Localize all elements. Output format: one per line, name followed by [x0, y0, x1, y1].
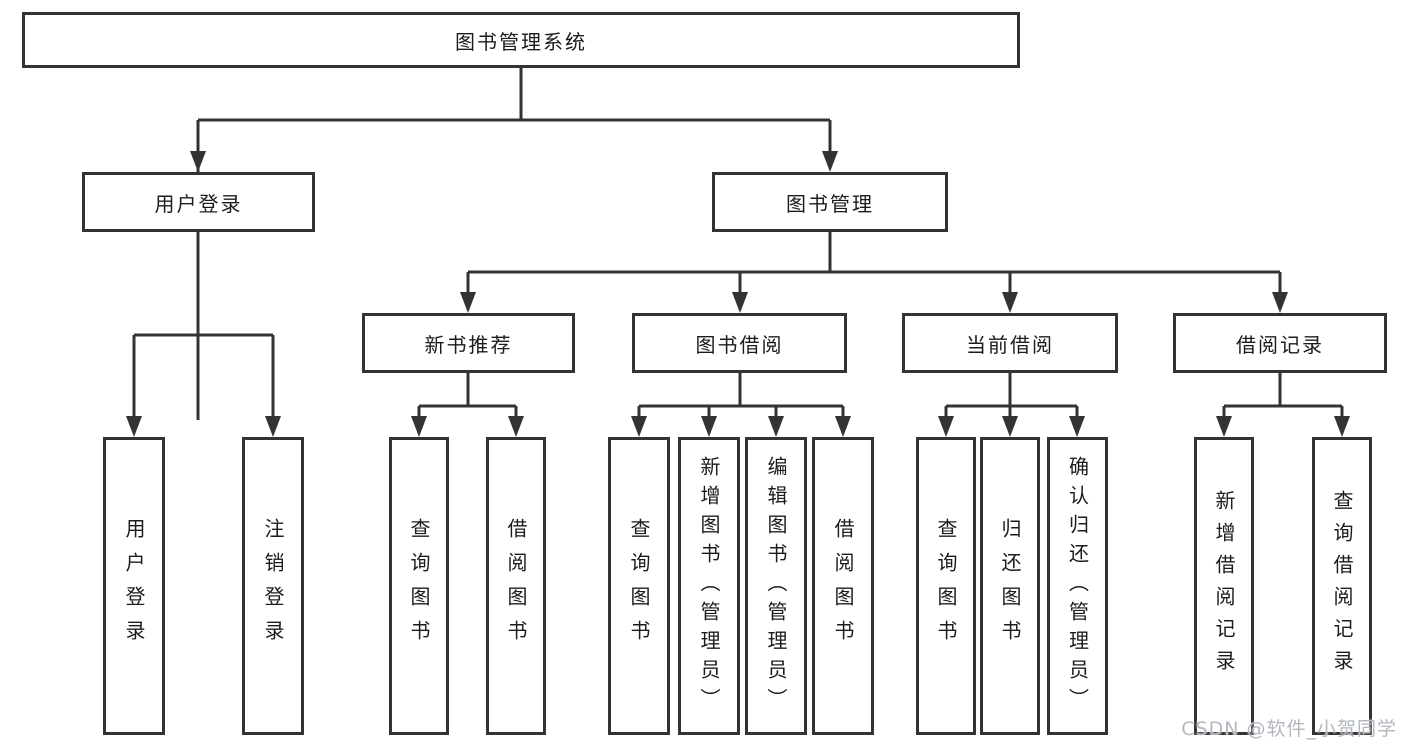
node-borrow-records-label: 借阅记录 — [1236, 332, 1324, 357]
leaf-add-borrow-record: 新增借阅记录 — [1194, 437, 1254, 735]
leaf-edit-books-admin-label: 编辑图书（管理员） — [764, 455, 788, 717]
leaf-borrow-query-books: 查询图书 — [608, 437, 670, 735]
node-current-borrow: 当前借阅 — [902, 313, 1118, 373]
connector-new-book-recommend-to-leaves — [411, 373, 524, 437]
connector-book-management-to-level3 — [460, 232, 1288, 313]
leaf-confirm-return-admin: 确认归还（管理员） — [1047, 437, 1108, 735]
node-book-management-label: 图书管理 — [786, 191, 874, 216]
connector-root-to-level2 — [190, 68, 838, 420]
node-new-book-recommend-label: 新书推荐 — [424, 332, 513, 357]
connector-borrow-records-to-leaves — [1216, 373, 1350, 437]
leaf-borrow-query-books-label: 查询图书 — [627, 518, 651, 654]
leaf-add-books-admin: 新增图书（管理员） — [678, 437, 740, 735]
leaf-return-books: 归还图书 — [980, 437, 1040, 735]
node-book-borrow: 图书借阅 — [632, 313, 847, 373]
leaf-borrow-books-label: 借阅图书 — [831, 518, 855, 654]
connector-current-borrow-to-leaves — [938, 373, 1085, 437]
leaf-edit-books-admin: 编辑图书（管理员） — [745, 437, 807, 735]
leaf-recommend-query-books-label: 查询图书 — [407, 518, 431, 654]
leaf-user-login: 用户登录 — [103, 437, 165, 735]
connector-user-login-to-leaves — [126, 232, 281, 437]
leaf-confirm-return-admin-label: 确认归还（管理员） — [1065, 455, 1090, 717]
node-root-label: 图书管理系统 — [455, 29, 587, 54]
node-borrow-records: 借阅记录 — [1173, 313, 1387, 373]
node-user-login-label: 用户登录 — [154, 191, 243, 216]
csdn-watermark: CSDN @软件_小贺同学 — [1181, 718, 1397, 740]
node-current-borrow-label: 当前借阅 — [966, 332, 1054, 357]
leaf-add-borrow-record-label: 新增借阅记录 — [1212, 490, 1236, 682]
leaf-add-books-admin-label: 新增图书（管理员） — [697, 455, 721, 717]
leaf-logout: 注销登录 — [242, 437, 304, 735]
leaf-query-borrow-record-label: 查询借阅记录 — [1330, 490, 1354, 682]
leaf-return-books-label: 归还图书 — [998, 518, 1022, 654]
leaf-user-login-label: 用户登录 — [122, 518, 146, 654]
leaf-recommend-borrow-books: 借阅图书 — [486, 437, 546, 735]
leaf-current-query-books-label: 查询图书 — [934, 518, 958, 654]
node-user-login: 用户登录 — [82, 172, 315, 232]
leaf-borrow-books: 借阅图书 — [812, 437, 874, 735]
leaf-query-borrow-record: 查询借阅记录 — [1312, 437, 1372, 735]
leaf-recommend-borrow-books-label: 借阅图书 — [504, 518, 528, 654]
node-new-book-recommend: 新书推荐 — [362, 313, 575, 373]
leaf-logout-label: 注销登录 — [261, 518, 285, 654]
node-book-borrow-label: 图书借阅 — [695, 332, 784, 357]
leaf-recommend-query-books: 查询图书 — [389, 437, 449, 735]
leaf-current-query-books: 查询图书 — [916, 437, 976, 735]
node-book-management: 图书管理 — [712, 172, 948, 232]
node-root-library-system: 图书管理系统 — [22, 12, 1020, 68]
connector-book-borrow-to-leaves — [631, 373, 851, 437]
